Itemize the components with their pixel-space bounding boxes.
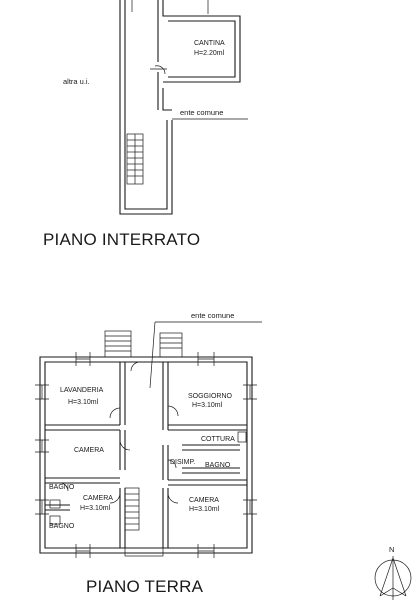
bedroom-left-upper: CAMERA xyxy=(74,447,104,454)
bedroom-right-lower-height: H=3.10ml xyxy=(189,506,220,513)
bedroom-left-lower-height: H=3.10ml xyxy=(80,505,111,512)
north-label: N xyxy=(389,545,394,554)
fixtures xyxy=(49,431,247,525)
bottom-steps xyxy=(124,487,164,557)
north-arrow-icon: N xyxy=(374,545,412,600)
basement-corridor-walls xyxy=(119,0,173,215)
ground-common-leader xyxy=(149,321,262,389)
bedroom-right-lower-name: CAMERA xyxy=(189,497,219,504)
kitchen-name: COTTURA xyxy=(201,436,235,443)
entrance-steps xyxy=(104,330,183,358)
door-swings xyxy=(59,361,179,504)
ground-heading: PIANO TERRA xyxy=(86,577,204,596)
bedroom-left-lower-name: CAMERA xyxy=(83,495,113,502)
living-name: SOGGIORNO xyxy=(188,393,233,400)
cellar-height: H=2.20ml xyxy=(194,50,225,57)
cellar-name: CANTINA xyxy=(194,40,225,47)
basement-common-label: ente comune xyxy=(180,108,223,117)
living-height: H=3.10ml xyxy=(192,402,223,409)
interior-walls xyxy=(45,362,247,548)
windows xyxy=(35,352,257,558)
basement-top-ticks xyxy=(131,0,209,14)
cellar-walls xyxy=(163,15,241,83)
bath-left-lower: BAGNO xyxy=(49,523,75,530)
hall-name: DISIMP. xyxy=(170,459,195,466)
ground-common-label: ente comune xyxy=(191,311,234,320)
bath-left-upper: BAGNO xyxy=(49,484,75,491)
basement-plan: CANTINA H=2.20ml altra u.i. ente comune … xyxy=(43,0,248,249)
basement-door xyxy=(150,65,167,75)
ground-floor-plan: LAVANDERIA H=3.10ml SOGGIORNO H=3.10ml C… xyxy=(35,311,262,596)
bath-right: BAGNO xyxy=(205,462,231,469)
laundry-height: H=3.10ml xyxy=(68,399,99,406)
basement-heading: PIANO INTERRATO xyxy=(43,230,200,249)
laundry-name: LAVANDERIA xyxy=(60,387,104,394)
other-unit-label: altra u.i. xyxy=(63,77,90,86)
basement-stairs xyxy=(126,133,144,185)
